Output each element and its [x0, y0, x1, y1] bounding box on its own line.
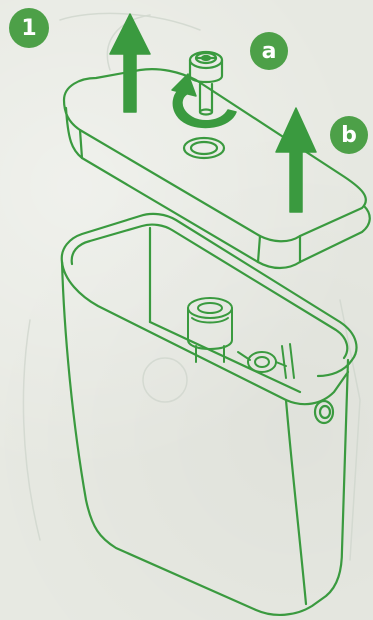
- flush-valve: [188, 298, 232, 362]
- fill-valve: [238, 344, 294, 378]
- label-a-badge: a: [250, 32, 288, 70]
- up-arrow-right-icon: [276, 108, 316, 212]
- step-number-badge: 1: [9, 8, 49, 48]
- label-b-badge: b: [330, 116, 368, 154]
- up-arrow-left-icon: [110, 14, 150, 112]
- cistern-lid: [64, 69, 370, 268]
- flush-button: [190, 52, 222, 115]
- cistern-tank: [62, 214, 357, 615]
